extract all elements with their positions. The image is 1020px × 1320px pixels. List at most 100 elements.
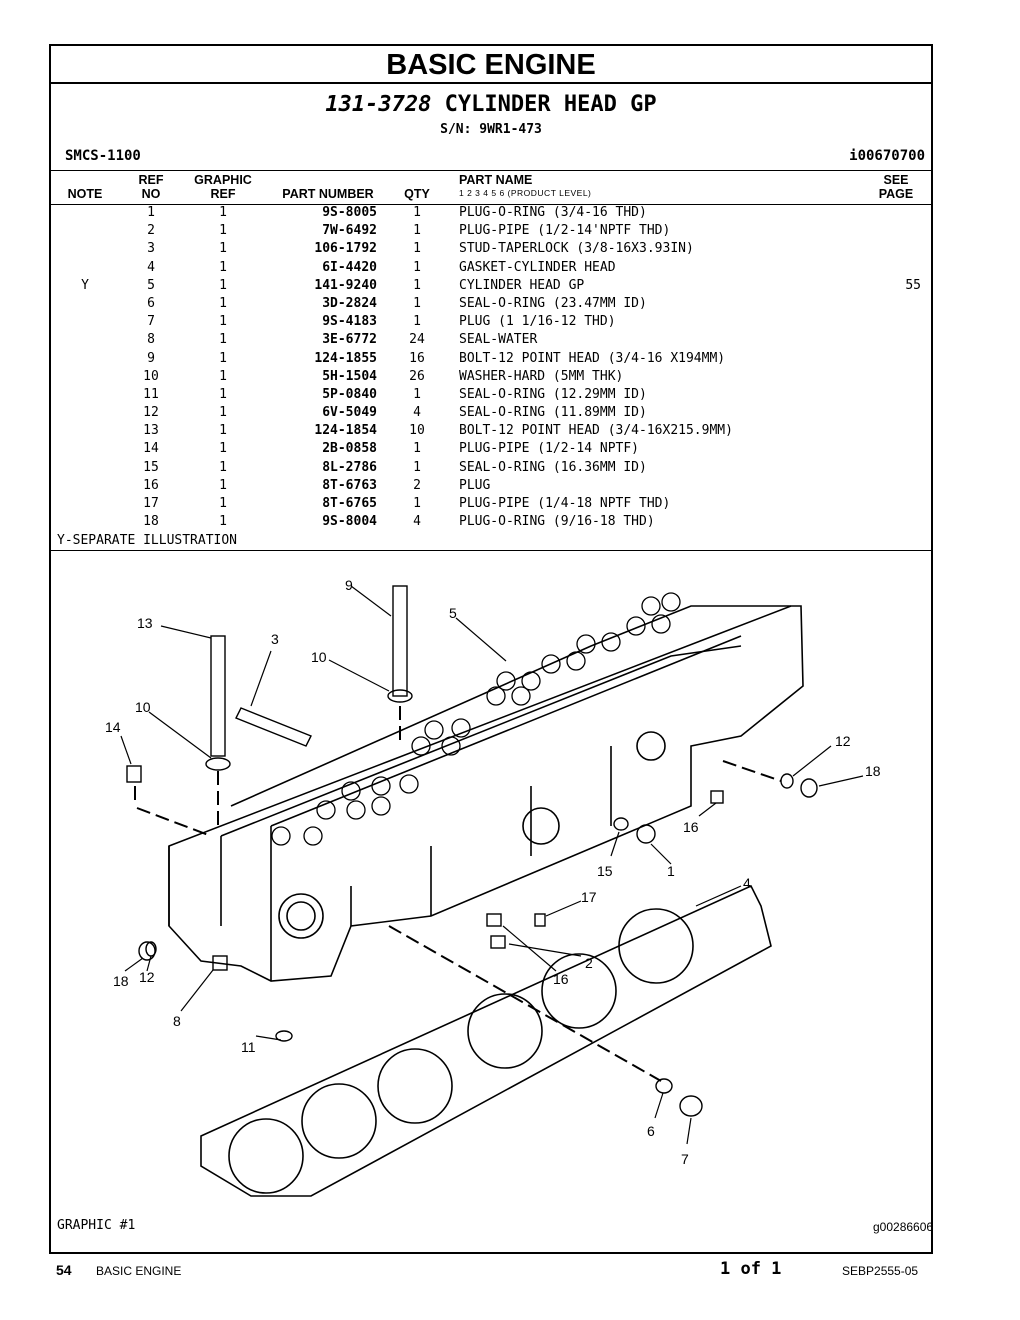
cell-ref: 10: [143, 368, 159, 384]
cell-qty: 1: [413, 295, 421, 311]
cell-part-number: 2B-0858: [322, 441, 377, 457]
footnote: Y-SEPARATE ILLUSTRATION: [57, 533, 238, 548]
cell-qty: 16: [409, 350, 425, 366]
parts-table-header: NOTE REF NO GRAPHIC REF PART NUMBER QTY …: [51, 170, 931, 205]
cell-name: BOLT-12 POINT HEAD (3/4-16 X194MM): [459, 350, 726, 366]
cell-part-number: 8L-2786: [322, 459, 377, 475]
callout-7: 7: [681, 1151, 689, 1167]
plug-18b: [800, 778, 818, 798]
cell-part-number: 8T-6763: [322, 477, 377, 493]
cell-part-number: 106-1792: [314, 241, 377, 257]
serial-number: S/N: 9WR1-473: [440, 122, 542, 137]
section-title: BASIC ENGINE: [51, 46, 931, 84]
plug-7: [679, 1095, 703, 1117]
cell-part-number: 5P-0840: [322, 386, 377, 402]
cell-ref: 8: [147, 332, 155, 348]
col-see-line2: PAGE: [878, 187, 914, 201]
stud-3: [235, 707, 312, 747]
cell-graphic: 1: [219, 205, 227, 220]
cell-name: GASKET-CYLINDER HEAD: [459, 259, 616, 275]
cell-qty: 4: [413, 514, 421, 530]
col-ref-line1: REF: [138, 173, 164, 187]
callout-10b: 10: [135, 699, 151, 715]
cell-name: CYLINDER HEAD GP: [459, 277, 585, 293]
cell-graphic: 1: [219, 223, 227, 239]
cell-ref: 13: [143, 423, 159, 439]
page-of: 1 of 1: [720, 1259, 782, 1279]
cell-name: SEAL-WATER: [459, 332, 538, 348]
cell-ref: 6: [147, 295, 155, 311]
loose-parts-drawing: [126, 585, 818, 1117]
cell-ref: 2: [147, 223, 155, 239]
callout-12b: 12: [139, 969, 155, 985]
seal-15: [613, 817, 629, 831]
seal-6: [655, 1078, 673, 1094]
cell-part-number: 8T-6765: [322, 496, 377, 511]
callout-16a: 16: [683, 819, 699, 835]
callout-5: 5: [449, 605, 457, 621]
graphic-id: g00286606: [873, 1220, 934, 1234]
cell-ref: 17: [143, 496, 159, 511]
smcs-code: SMCS-1100: [65, 148, 141, 164]
page-number: 54: [56, 1262, 72, 1278]
callout-4: 4: [743, 875, 751, 891]
washer-10b: [205, 757, 231, 771]
cell-qty: 1: [413, 277, 421, 293]
valve-springs: [271, 592, 681, 846]
cell-see: 55: [905, 277, 921, 293]
cell-graphic: 1: [219, 295, 227, 311]
cell-part-number: 6I-4420: [322, 259, 377, 275]
callout-2: 2: [585, 955, 593, 971]
cell-qty: 4: [413, 405, 421, 421]
cell-graphic: 1: [219, 332, 227, 348]
cell-part-number: 7W-6492: [322, 223, 377, 239]
callout-9: 9: [345, 577, 353, 593]
cell-graphic: 1: [219, 241, 227, 257]
cell-part-number: 141-9240: [314, 277, 377, 293]
callout-12a: 12: [835, 733, 851, 749]
cell-part-number: 3D-2824: [322, 295, 377, 311]
cell-graphic: 1: [219, 423, 227, 439]
cell-graphic: 1: [219, 277, 227, 293]
seal-11: [275, 1030, 293, 1042]
cell-ref: 11: [143, 386, 159, 402]
callout-10a: 10: [311, 649, 327, 665]
catalog-frame: BASIC ENGINE 131-3728 CYLINDER HEAD GP S…: [49, 44, 933, 1254]
cell-part-number: 124-1855: [314, 350, 377, 366]
callout-15: 15: [597, 863, 613, 879]
cell-name: SEAL-O-RING (12.29MM ID): [459, 386, 647, 402]
cell-name: BOLT-12 POINT HEAD (3/4-16X215.9MM): [459, 423, 733, 439]
head-gasket-drawing: [200, 884, 772, 1197]
cell-name: PLUG-O-RING (9/16-18 THD): [459, 514, 655, 530]
cell-name: SEAL-O-RING (11.89MM ID): [459, 405, 647, 421]
cell-qty: 1: [413, 314, 421, 330]
callout-18a: 18: [865, 763, 881, 779]
cell-part-number: 5H-1504: [322, 368, 377, 384]
cell-qty: 1: [413, 441, 421, 457]
plug-1: [636, 824, 656, 844]
assembly-lines: [134, 706, 782, 1082]
leader-lines: [120, 585, 864, 1145]
callout-11: 11: [241, 1039, 256, 1055]
cell-qty: 2: [413, 477, 421, 493]
plug-14: [126, 765, 142, 783]
cell-graphic: 1: [219, 441, 227, 457]
cell-name: PLUG (1 1/16-12 THD): [459, 314, 616, 330]
cell-qty: 10: [409, 423, 425, 439]
cell-qty: 24: [409, 332, 425, 348]
cell-name: PLUG-PIPE (1/4-18 NPTF THD): [459, 496, 671, 511]
cell-name: SEAL-O-RING (16.36MM ID): [459, 459, 647, 475]
col-part-name: PART NAME: [459, 173, 533, 187]
col-note: NOTE: [67, 187, 103, 201]
cell-graphic: 1: [219, 496, 227, 511]
cell-ref: 3: [147, 241, 155, 257]
